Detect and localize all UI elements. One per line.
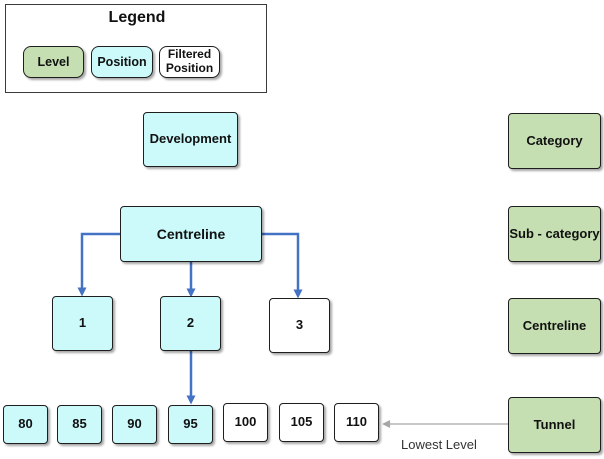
tunnel-node-95: 95 <box>168 405 213 444</box>
level-centreline: Centreline <box>508 298 601 354</box>
legend-level-swatch: Level <box>23 46 84 78</box>
tunnel-node-85: 85 <box>57 405 102 444</box>
filtered-position-node-3: 3 <box>269 298 330 353</box>
centreline-to-3-arrow <box>262 232 303 299</box>
tunnel-node-90: 90 <box>112 405 157 444</box>
legend-title: Legend <box>108 9 166 26</box>
filtered-tunnel-node-100: 100 <box>223 403 268 442</box>
legend-position-swatch: Position <box>91 46 153 78</box>
filtered-tunnel-node-110: 110 <box>334 403 379 442</box>
lowest-level-label: Lowest Level <box>401 437 477 452</box>
position-node-1: 1 <box>52 296 113 351</box>
level-sub-category: Sub - category <box>508 206 601 262</box>
development-node: Development <box>143 112 238 167</box>
centreline-to-1-arrow <box>77 232 120 297</box>
filtered-tunnel-node-105: 105 <box>279 403 324 442</box>
tunnel-node-80: 80 <box>3 405 48 444</box>
position-node-2: 2 <box>160 296 221 351</box>
centreline-node: Centreline <box>120 206 262 262</box>
level-tunnel: Tunnel <box>508 397 601 453</box>
legend-filtered-position-swatch: Filtered Position <box>159 46 220 78</box>
level-category: Category <box>508 113 601 169</box>
